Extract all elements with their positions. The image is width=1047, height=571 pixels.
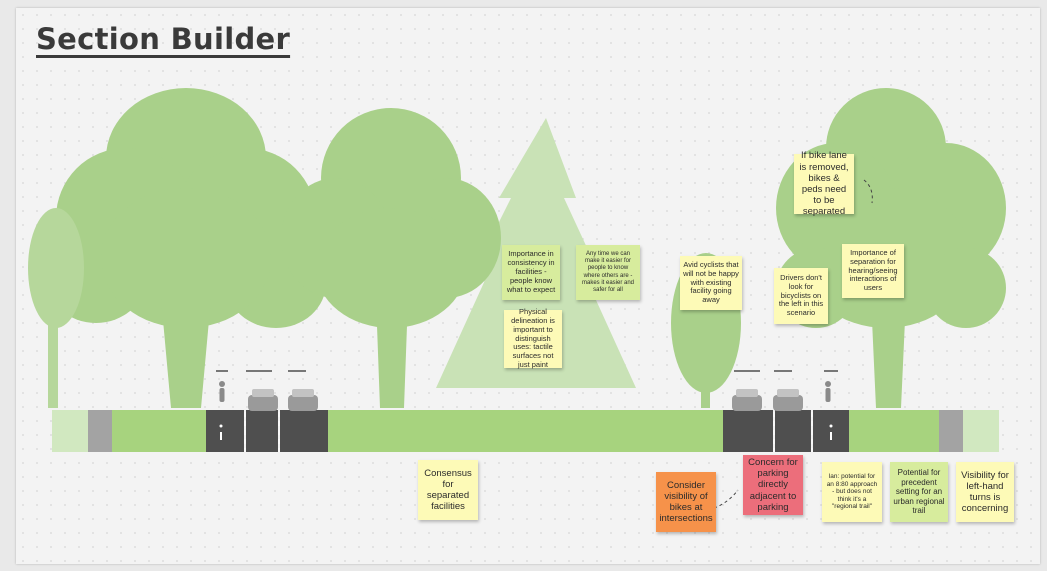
left-median	[112, 410, 206, 452]
connector-line	[863, 179, 873, 204]
car-icon-left-2	[288, 389, 318, 411]
tree-middle	[281, 108, 501, 408]
pedestrian-icon-left	[219, 381, 225, 402]
right-travel-lane-1	[723, 410, 773, 452]
car-icon-left-1	[248, 389, 278, 411]
sticky-note-importance-consistency[interactable]: Importance in consistency in facilities …	[502, 245, 560, 300]
sticky-note-concern-parking[interactable]: Concern for parking directly adjacent to…	[743, 455, 803, 515]
left-travel-lane-2	[280, 410, 328, 452]
sticky-note-any-time[interactable]: Any time we can make it easier for peopl…	[576, 245, 640, 300]
sticky-note-bike-lane-removed[interactable]: If bike lane is removed, bikes & peds ne…	[794, 150, 854, 217]
left-verge	[52, 410, 88, 452]
tree-left-edge	[28, 208, 84, 408]
sticky-note-avid-cyclists[interactable]: Avid cyclists that will not be happy wit…	[680, 256, 742, 310]
sticky-note-potential-precedent[interactable]: Potential for precedent setting for an u…	[890, 462, 948, 522]
sticky-note-visibility-left[interactable]: Visibility for left-hand turns is concer…	[956, 462, 1014, 522]
car-icon-right-2	[773, 389, 803, 411]
lane-label-marks	[216, 370, 838, 372]
page-title: Section Builder	[36, 22, 291, 56]
right-travel-lane-2	[775, 410, 811, 452]
left-curb	[88, 410, 112, 452]
connector-line	[713, 489, 739, 509]
pedestrian-icon-right	[825, 381, 831, 402]
right-median	[849, 410, 939, 452]
left-travel-lane-1	[246, 410, 278, 452]
sticky-note-consensus[interactable]: Consensus for separated facilities	[418, 460, 478, 520]
right-curb	[939, 410, 963, 452]
left-bike-lane	[206, 410, 244, 452]
whiteboard-canvas[interactable]: Section Builder	[16, 8, 1040, 564]
car-icon-right-1	[732, 389, 762, 411]
sticky-note-drivers-dont-look[interactable]: Drivers don't look for bicyclists on the…	[774, 268, 828, 324]
center-median	[328, 410, 723, 452]
right-bike-lane	[813, 410, 849, 452]
right-verge	[963, 410, 999, 452]
sticky-note-physical-delineation[interactable]: Physical delineation is important to dis…	[504, 307, 562, 369]
sticky-note-importance-separation[interactable]: Importance of separation for hearing/see…	[842, 244, 904, 298]
sticky-note-lan-potential[interactable]: lan: potential for an 8:80 approach - bu…	[822, 462, 882, 522]
sticky-note-consider-visibility[interactable]: Consider visibility of bikes at intersec…	[656, 472, 716, 532]
street-section-illustration	[28, 88, 1006, 509]
